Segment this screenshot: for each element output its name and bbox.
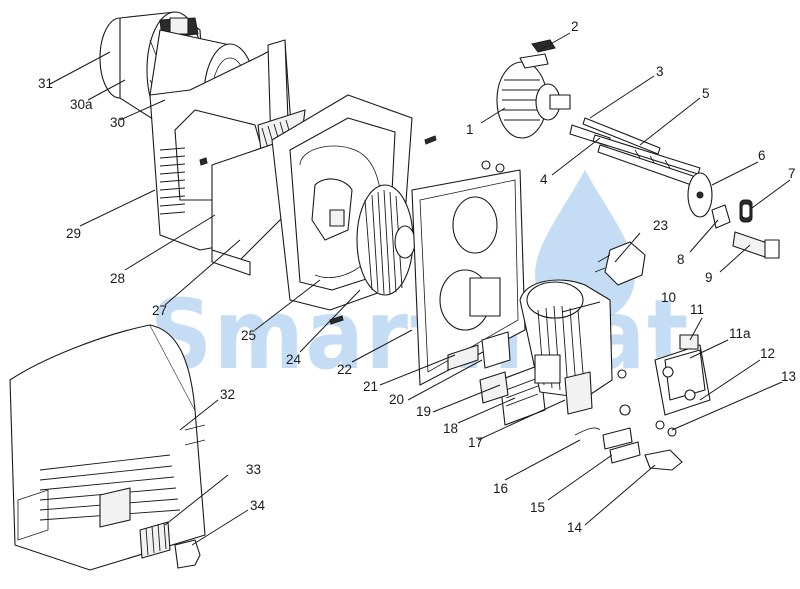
callout-30: 30 [110,115,125,130]
callout-10: 10 [661,290,676,305]
callout-1: 1 [466,122,474,137]
callout-17: 17 [468,435,483,450]
screws [199,135,437,325]
callout-27: 27 [152,303,167,318]
callout-16: 16 [493,481,508,496]
callout-5: 5 [702,86,710,101]
fuel-pump [654,334,711,437]
fan-housing [271,94,416,311]
burner-cover [9,324,206,571]
callout-18: 18 [443,421,458,436]
callout-22: 22 [337,362,352,377]
callout-12: 12 [760,346,775,361]
callout-29: 29 [66,226,81,241]
callout-11a: 11a [729,326,751,341]
callout-9: 9 [705,270,713,285]
callout-33: 33 [246,462,261,477]
callout-2: 2 [571,19,579,34]
diffuser [496,39,571,139]
callout-6: 6 [758,148,766,163]
callout-20: 20 [389,392,404,407]
callout-28: 28 [110,271,125,286]
callout-labels: 31 30a 30 29 28 27 25 24 22 21 20 19 18 … [38,19,796,535]
callout-3: 3 [656,64,664,79]
callout-19: 19 [416,404,431,419]
callout-23: 23 [653,218,668,233]
capacitor [594,241,646,286]
mounting-plate [411,160,546,426]
photocell-parts [687,172,780,259]
callout-7: 7 [788,166,796,181]
callout-31: 31 [38,76,53,91]
callout-14: 14 [567,520,583,535]
callout-24: 24 [286,352,302,367]
callout-30a: 30a [70,97,93,112]
callout-4: 4 [540,172,548,187]
callout-25: 25 [241,328,256,343]
nozzle-line [569,117,706,189]
connectors [139,521,201,569]
leader-lines [49,32,791,546]
callout-32: 32 [220,387,235,402]
callout-15: 15 [530,500,545,515]
motor [519,279,613,415]
callout-34: 34 [250,498,266,513]
callout-13: 13 [781,369,796,384]
callout-8: 8 [677,252,685,267]
callout-21: 21 [363,379,378,394]
callout-11: 11 [690,302,704,317]
